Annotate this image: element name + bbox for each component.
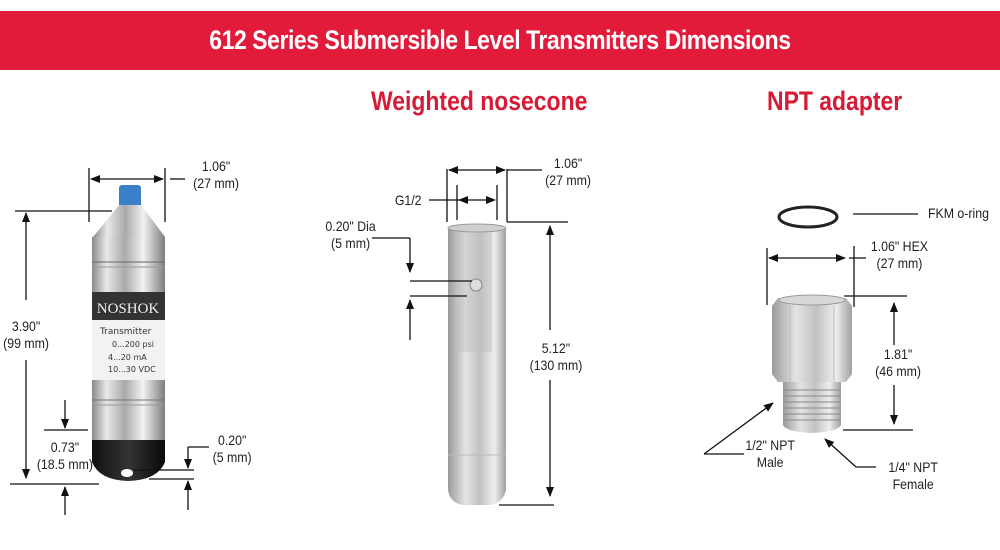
label-line: Transmitter [99,327,152,337]
npt-adapter-image [772,205,852,433]
oring-label: FKM o-ring [928,205,989,221]
title-banner: 612 Series Submersible Level Transmitter… [0,11,1000,70]
adapter-title: NPT adapter [767,86,903,116]
nosecone-title: Weighted nosecone [371,86,588,116]
nosecone-width-label: 1.06" (27 mm) [545,155,591,188]
female-thread-label: 1/4" NPT Female [888,459,938,492]
nosecone-thread-label: G1/2 [394,192,422,208]
nosecone-hole-label: 0.20" Dia (5 mm) [325,218,376,251]
nosecone-image [447,223,507,505]
page-title: 612 Series Submersible Level Transmitter… [209,25,791,55]
label-line: 0...200 psi [112,340,154,349]
adapter-hex-label: 1.06" HEX (27 mm) [870,238,929,271]
transmitter-width-label: 1.06" (27 mm) [193,158,239,191]
transmitter-height-label: 3.90" (99 mm) [3,318,49,351]
nosecone-length-label: 5.12" (130 mm) [529,340,583,373]
label-line: 10...30 VDC [108,365,156,374]
label-line: 4...20 mA [108,353,147,362]
transmitter-image [92,185,165,481]
brand-logo: NOSHOK [97,301,160,317]
male-thread-label: 1/2" NPT Male [745,437,795,470]
transmitter-nose-label: 0.73" (18.5 mm) [36,439,93,472]
adapter-height-label: 1.81" (46 mm) [875,346,921,379]
transmitter-hole-label: 0.20" (5 mm) [212,432,252,465]
